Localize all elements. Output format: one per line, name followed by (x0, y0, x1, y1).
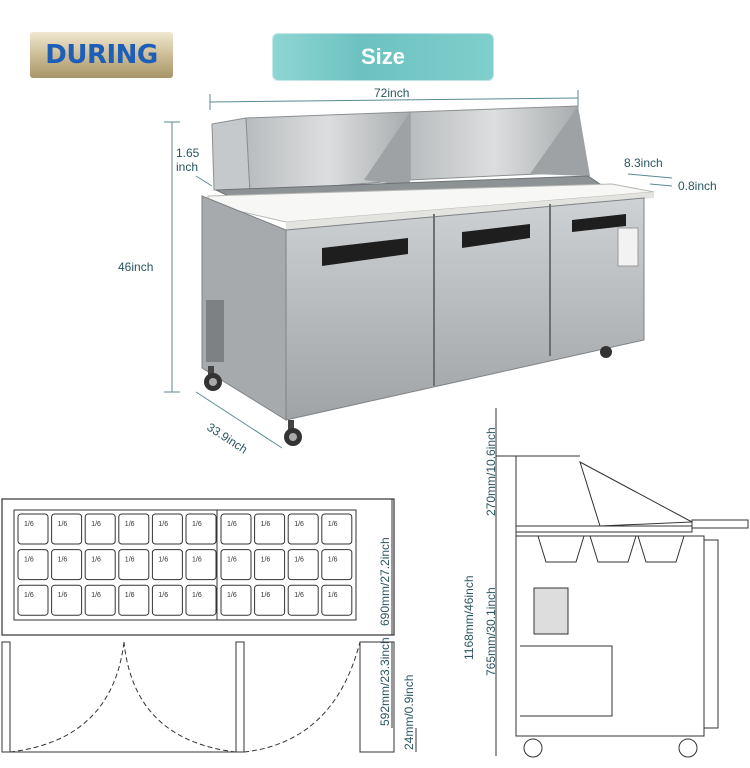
pans-left-group: 1/6 1/6 1/6 1/6 1/6 1/6 1/6 1/6 1/6 1/6 1/6 1/6 1/6 1… (17, 513, 217, 616)
pan-cell (220, 513, 252, 545)
pan-label: 1/6 (294, 521, 304, 528)
pan-label: 1/6 (261, 557, 271, 564)
pan-label: 1/6 (125, 592, 135, 599)
top-depth-label: 690mm/27.2inch (378, 537, 392, 626)
pan-cell (17, 584, 49, 616)
pan-cell (118, 513, 150, 545)
lid-height-label: 270mm/10.6inch (484, 427, 498, 516)
cabinet-body (201, 195, 645, 421)
pan-cell (287, 584, 319, 616)
top-view-dimension-lines (391, 499, 417, 752)
pan-cell (254, 584, 286, 616)
board-dimension-lines (627, 173, 673, 187)
pan-label: 1/6 (192, 521, 202, 528)
pan-label: 1/6 (91, 592, 101, 599)
banner-title: Size (360, 44, 406, 69)
pan-cell (118, 584, 150, 616)
pan-cell (118, 549, 150, 581)
pan-label: 1/6 (158, 592, 168, 599)
board-thickness-label: 0.8inch (678, 179, 717, 193)
lid-covers (211, 105, 590, 193)
pan-cell (321, 513, 353, 545)
pan-cell (254, 549, 286, 581)
brand-logo: DURING (30, 32, 173, 78)
pan-label: 1/6 (261, 592, 271, 599)
pan-cell (220, 584, 252, 616)
pan-label: 1/6 (125, 557, 135, 564)
pan-cell (51, 513, 83, 545)
total-height-label: 1168mm/46inch (462, 575, 476, 661)
pan-label: 1/6 (91, 557, 101, 564)
pans-right-group: 1/6 1/6 1/6 1/6 1/6 1/6 1/6 1/6 1/6 1/6 1/6 1/6 (220, 513, 353, 616)
pan-cell (151, 513, 183, 545)
pan-label: 1/6 (24, 557, 34, 564)
pan-label: 1/6 (58, 521, 68, 528)
pan-cell (185, 549, 217, 581)
pan-label: 1/6 (261, 521, 271, 528)
pan-label: 1/6 (91, 521, 101, 528)
pan-label: 1/6 (328, 557, 338, 564)
pan-cell (254, 513, 286, 545)
board-depth-label: 8.3inch (624, 156, 663, 170)
pan-cell (321, 549, 353, 581)
pan-label: 1/6 (227, 592, 237, 599)
pan-cell (151, 549, 183, 581)
pan-label: 1/6 (192, 557, 202, 564)
pan-cell (287, 549, 319, 581)
pan-cell (51, 584, 83, 616)
pan-cell (17, 549, 49, 581)
pan-label: 1/6 (24, 592, 34, 599)
brand-logo-text: DURING (45, 40, 158, 70)
pan-cell (84, 549, 116, 581)
height-dimension-line (164, 121, 213, 393)
pan-cell (220, 549, 252, 581)
pan-label: 1/6 (294, 557, 304, 564)
pan-label: 1/6 (158, 557, 168, 564)
pan-cell (84, 584, 116, 616)
width-label: 72inch (374, 86, 410, 100)
pan-label: 1/6 (192, 592, 202, 599)
height-label: 46inch (118, 260, 154, 274)
pan-label: 1/6 (125, 521, 135, 528)
size-banner: Size (272, 33, 494, 81)
side-view-diagram (495, 408, 749, 758)
pan-cell (185, 584, 217, 616)
pan-label: 1/6 (328, 592, 338, 599)
door-gap-label: 24mm/0.9inch (402, 674, 416, 750)
pan-cell (185, 513, 217, 545)
pan-label: 1/6 (24, 521, 34, 528)
pan-label: 1/6 (158, 521, 168, 528)
pan-label: 1/6 (58, 557, 68, 564)
body-height-label: 765mm/30.1inch (484, 587, 498, 676)
door-depth-label: 592mm/23.3inch (378, 637, 392, 726)
depth-dimension-line (195, 391, 283, 449)
pan-cell (51, 549, 83, 581)
pan-cell (321, 584, 353, 616)
pan-cell (151, 584, 183, 616)
pan-label: 1/6 (294, 592, 304, 599)
pan-label: 1/6 (227, 557, 237, 564)
pan-label: 1/6 (328, 521, 338, 528)
pan-label: 1/6 (227, 521, 237, 528)
pan-cell (84, 513, 116, 545)
casters (204, 346, 612, 446)
width-dimension-line (209, 90, 579, 110)
top-offset-label: 1.65 inch (176, 146, 200, 174)
pan-cell (287, 513, 319, 545)
pan-cell (17, 513, 49, 545)
pan-label: 1/6 (58, 592, 68, 599)
